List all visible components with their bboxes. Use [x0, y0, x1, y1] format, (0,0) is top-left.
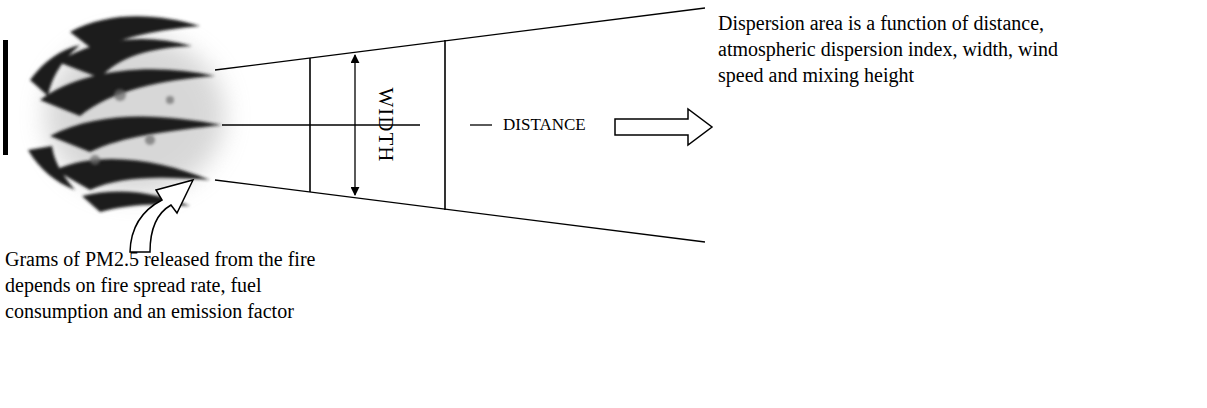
note-text: Grams of PM2.5 released from the fire de…	[5, 246, 340, 324]
plume-centerline	[470, 124, 492, 125]
note-text-box: Dispersion area is a function of distanc…	[718, 10, 1068, 88]
speck	[90, 155, 100, 165]
post-bar	[3, 40, 8, 155]
flame	[30, 45, 80, 96]
speck	[114, 89, 126, 101]
plume-edge	[215, 180, 705, 242]
note-text-box: Grams of PM2.5 released from the fire de…	[5, 246, 340, 324]
speck	[145, 135, 155, 145]
smoke-glow	[45, 35, 225, 195]
axis-label: DISTANCE	[503, 114, 586, 136]
speck	[166, 96, 174, 104]
axis-label-box: DISTANCE	[503, 114, 586, 136]
plume-edge	[215, 8, 705, 70]
fire-flames	[28, 16, 222, 212]
note-text: Dispersion area is a function of distanc…	[718, 10, 1068, 88]
axis-label: WIDTH	[371, 88, 398, 163]
hollow-arrow	[615, 109, 712, 145]
width-line	[309, 58, 311, 192]
width-arrow	[354, 55, 355, 195]
distance-line	[444, 40, 446, 210]
curved-hollow-arrow	[130, 180, 193, 252]
fire-specks	[90, 89, 174, 165]
flame	[40, 69, 215, 116]
flame	[28, 146, 75, 190]
flame	[50, 116, 222, 152]
